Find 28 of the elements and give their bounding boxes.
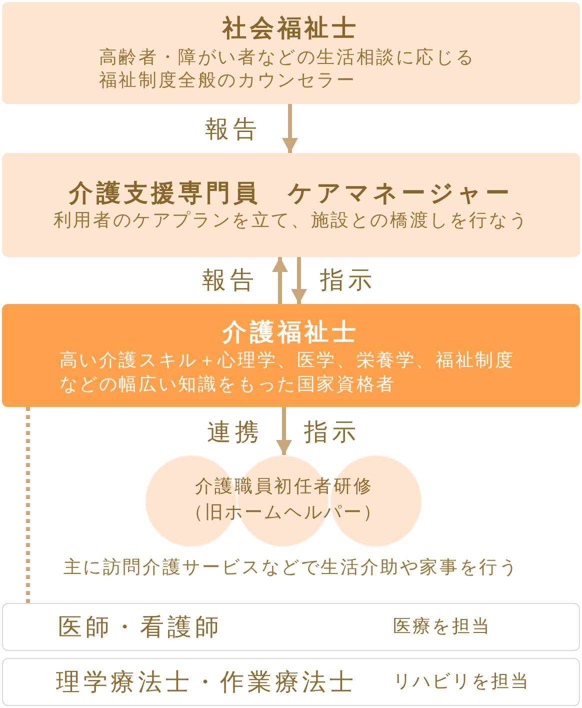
highlighted-role-card bbox=[2, 304, 580, 407]
edge-label: 報告 bbox=[205, 114, 261, 144]
role-description: 高い介護スキル＋心理学、医学、栄養学、福祉制度などの幅広い知識をもった国家資格者 bbox=[59, 349, 516, 397]
edge-label: 指示 bbox=[304, 417, 360, 447]
edge-label: 指示 bbox=[320, 265, 376, 295]
role-card bbox=[2, 2, 580, 104]
role-title: 社会福祉士 bbox=[222, 13, 360, 43]
role-duty: リハビリを担当 bbox=[393, 670, 530, 694]
arrow-side-label: 連携 bbox=[207, 417, 263, 447]
arrow bbox=[291, 257, 307, 304]
role-description: 利用者のケアプランを立て、施設との橋渡しを行なう bbox=[53, 209, 529, 232]
role-name: 医師・看護師 bbox=[58, 612, 222, 643]
circle-caption: 主に訪問介護サービスなどで生活介助や家事を行う bbox=[62, 556, 520, 580]
role-title: 介護福祉士 bbox=[222, 317, 360, 347]
qualification-name: 介護職員初任者研修（旧ホームヘルパー） bbox=[184, 475, 384, 525]
role-description: 高齢者・障がい者などの生活相談に応じる福祉制度全般のカウンセラー bbox=[98, 46, 476, 92]
role-name: 理学療法士・作業療法士 bbox=[56, 667, 357, 698]
role-duty: 医療を担当 bbox=[393, 615, 492, 639]
dotted-line bbox=[26, 407, 30, 603]
role-row bbox=[2, 603, 580, 651]
role-card bbox=[2, 153, 580, 257]
edge-label: 報告 bbox=[202, 265, 258, 295]
role-title: 介護支援専門員 ケアマネージャー bbox=[69, 178, 513, 208]
overlapping-circles bbox=[145, 455, 423, 547]
arrow bbox=[276, 407, 292, 455]
arrow bbox=[282, 104, 298, 153]
role-row bbox=[2, 658, 580, 706]
arrow bbox=[272, 257, 288, 304]
